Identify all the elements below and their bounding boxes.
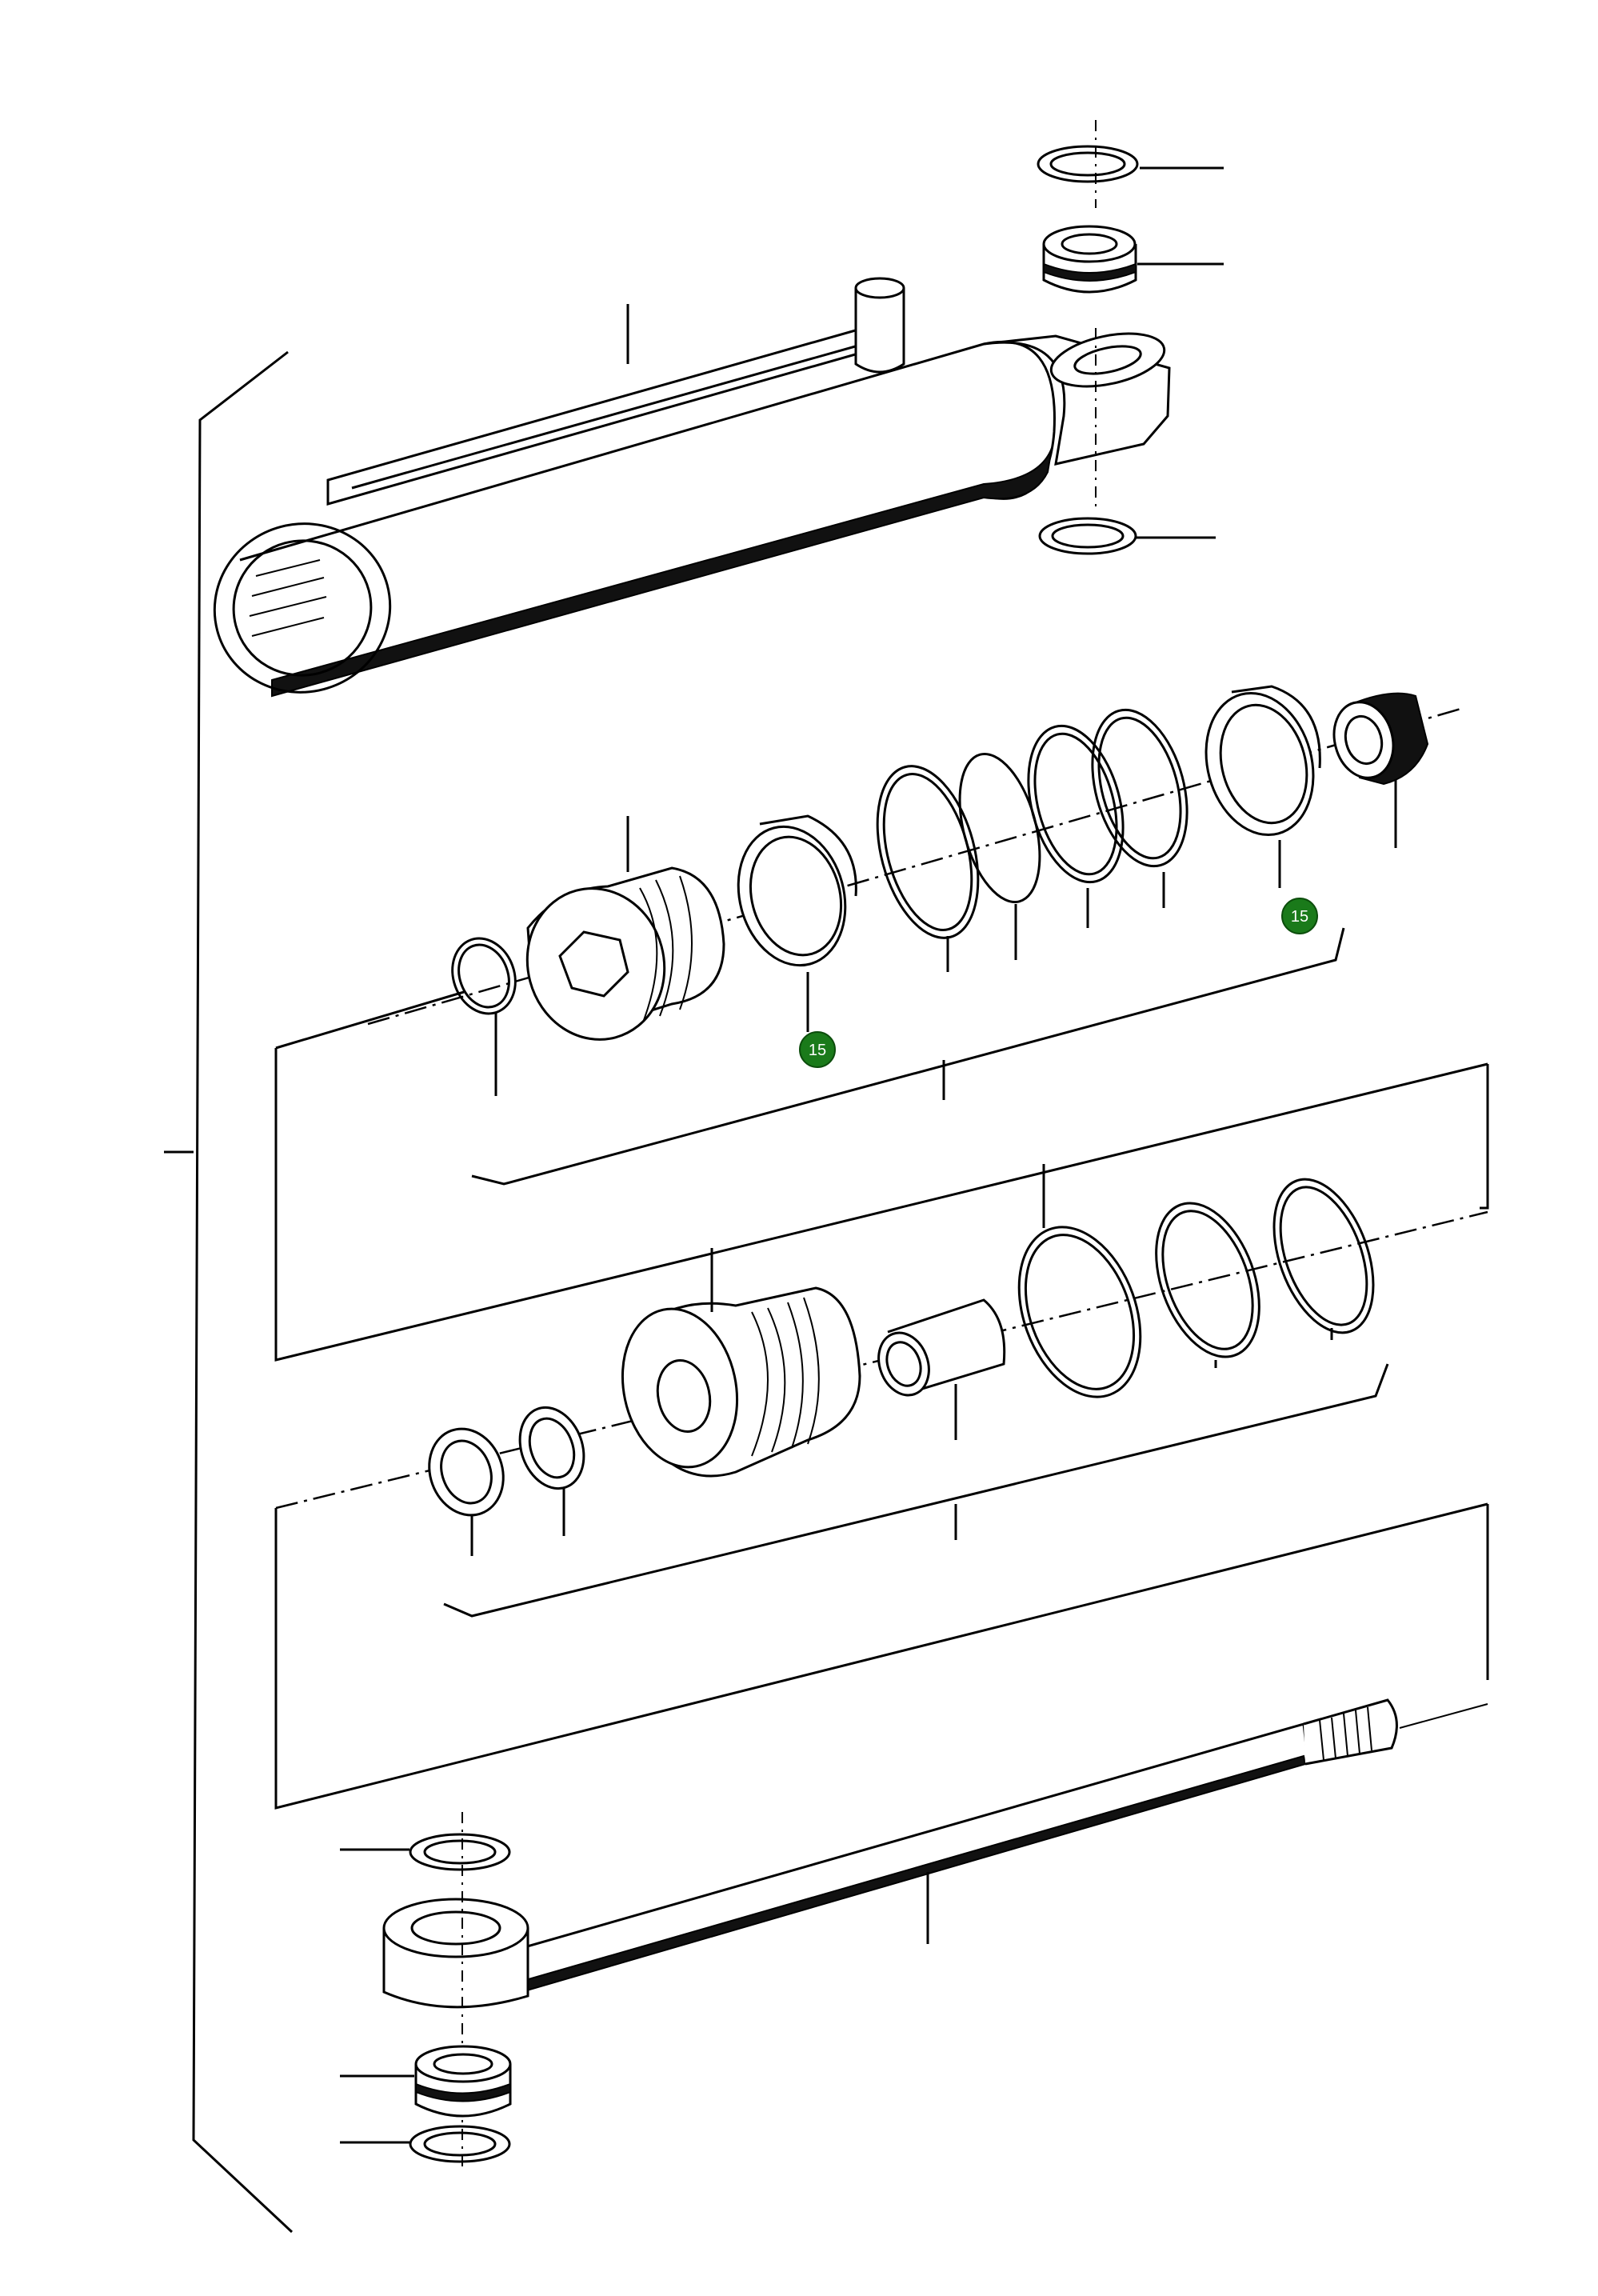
top-retaining-ring	[1037, 120, 1224, 208]
eye-retaining-ring	[1038, 517, 1216, 555]
top-bushing	[1042, 225, 1224, 294]
callout-15-a[interactable]: 15	[799, 1031, 836, 1068]
gland-assembly	[274, 1164, 1489, 1810]
piston-rod	[382, 1698, 1488, 2009]
cylinder-tube	[213, 277, 1171, 698]
callout-15-b-label: 15	[1291, 908, 1308, 926]
rod-end-parts	[340, 1812, 512, 2168]
piston-assembly	[274, 685, 1489, 1362]
assembly-bracket	[164, 350, 294, 2234]
callout-15-b[interactable]: 15	[1281, 898, 1318, 934]
callout-15-a-label: 15	[809, 1042, 826, 1059]
